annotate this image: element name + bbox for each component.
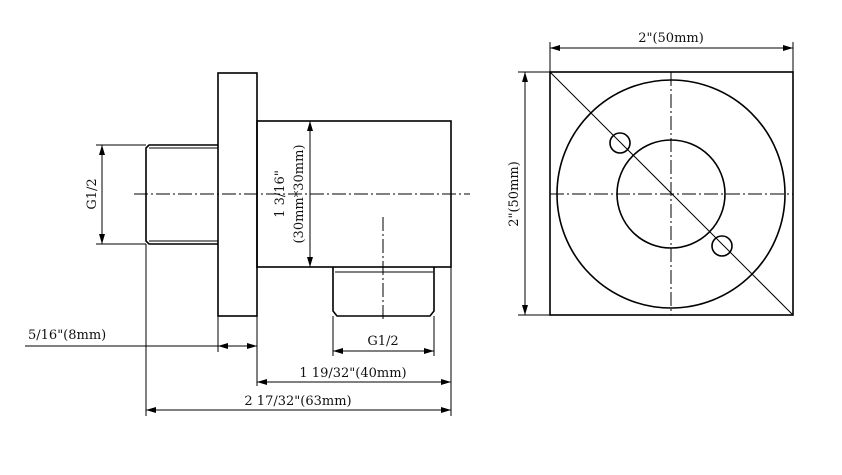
flange-thickness-label: 5/16"(8mm) — [28, 328, 106, 343]
body-length-label: 1 19/32"(40mm) — [299, 366, 406, 381]
mounting-hole — [609, 132, 631, 154]
body-height-label: 1 3/16" — [273, 170, 288, 218]
front-view: 2"(50mm) 2"(50mm) — [507, 31, 794, 316]
overall-length-label: 2 17/32"(63mm) — [244, 394, 351, 409]
mounting-hole — [711, 235, 733, 257]
body-size-label: (30mm*30mm) — [292, 144, 307, 243]
height-label: 2"(50mm) — [507, 161, 522, 227]
thread-bottom-label: G1/2 — [367, 334, 398, 349]
width-label: 2"(50mm) — [638, 31, 704, 46]
thread-left-label: G1/2 — [85, 178, 100, 209]
side-view: G1/2 1 3/16" (30mm*30mm) 5/16"(8mm) G1/2… — [25, 72, 470, 416]
